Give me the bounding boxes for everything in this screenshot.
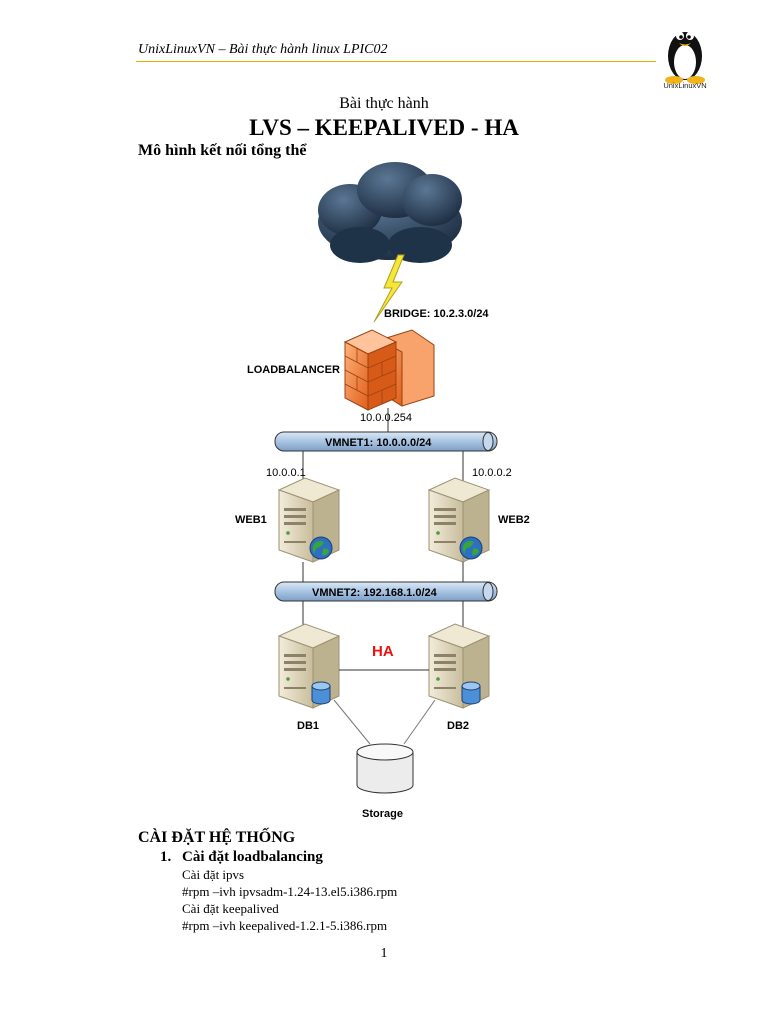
vmnet1-label: VMNET1: 10.0.0.0/24: [325, 437, 432, 449]
step-number: 1.: [160, 849, 172, 865]
db2-label: DB2: [447, 720, 469, 732]
install-heading: CÀI ĐẶT HỆ THỐNG: [138, 829, 296, 846]
storage-icon: [356, 743, 414, 794]
subtitle: Bài thực hành: [339, 95, 429, 112]
db2-server-icon: [428, 623, 490, 709]
step-line: #rpm –ivh keepalived-1.2.1-5.i386.rpm: [182, 918, 388, 933]
bridge-label: BRIDGE: 10.2.3.0/24: [384, 308, 489, 320]
web1-server-icon: [278, 477, 340, 563]
db1-server-icon: [278, 623, 340, 709]
lb-ip-label: 10.0.0.254: [360, 412, 412, 424]
vmnet2-label: VMNET2: 192.168.1.0/24: [312, 587, 438, 599]
step-heading: 1. Cài đặt loadbalancing: [160, 849, 323, 866]
logo-text: UnixLinuxVN: [663, 81, 706, 90]
header-rule: [136, 61, 656, 62]
cloud-icon: [318, 162, 462, 263]
step-line: Cài đặt ipvs: [182, 867, 245, 882]
header-title: UnixLinuxVN – Bài thực hành linux LPIC02: [138, 42, 388, 57]
step-line: #rpm –ivh ipvsadm-1.24-13.el5.i386.rpm: [182, 884, 398, 899]
section-heading: Mô hình kết nối tổng thể: [138, 142, 307, 159]
storage-label: Storage: [362, 808, 403, 820]
vmnet2-bus: [274, 581, 498, 602]
ha-label: HA: [372, 643, 394, 660]
web1-label: WEB1: [235, 514, 267, 526]
db1-label: DB1: [297, 720, 319, 732]
step-title: Cài đặt loadbalancing: [182, 849, 323, 865]
tux-logo: UnixLinuxVN: [656, 16, 714, 90]
web2-label: WEB2: [498, 514, 530, 526]
firewall-icon: [343, 329, 435, 411]
page-title: LVS – KEEPALIVED - HA: [249, 115, 519, 140]
step-line: Cài đặt keepalived: [182, 901, 279, 916]
web2-server-icon: [428, 477, 490, 563]
web2-ip-label: 10.0.0.2: [472, 467, 512, 479]
loadbalancer-label: LOADBALANCER: [247, 364, 340, 376]
lightning-icon: [373, 254, 405, 323]
page-number: 1: [380, 946, 388, 961]
web1-ip-label: 10.0.0.1: [266, 467, 306, 479]
vmnet1-bus: [274, 431, 498, 452]
